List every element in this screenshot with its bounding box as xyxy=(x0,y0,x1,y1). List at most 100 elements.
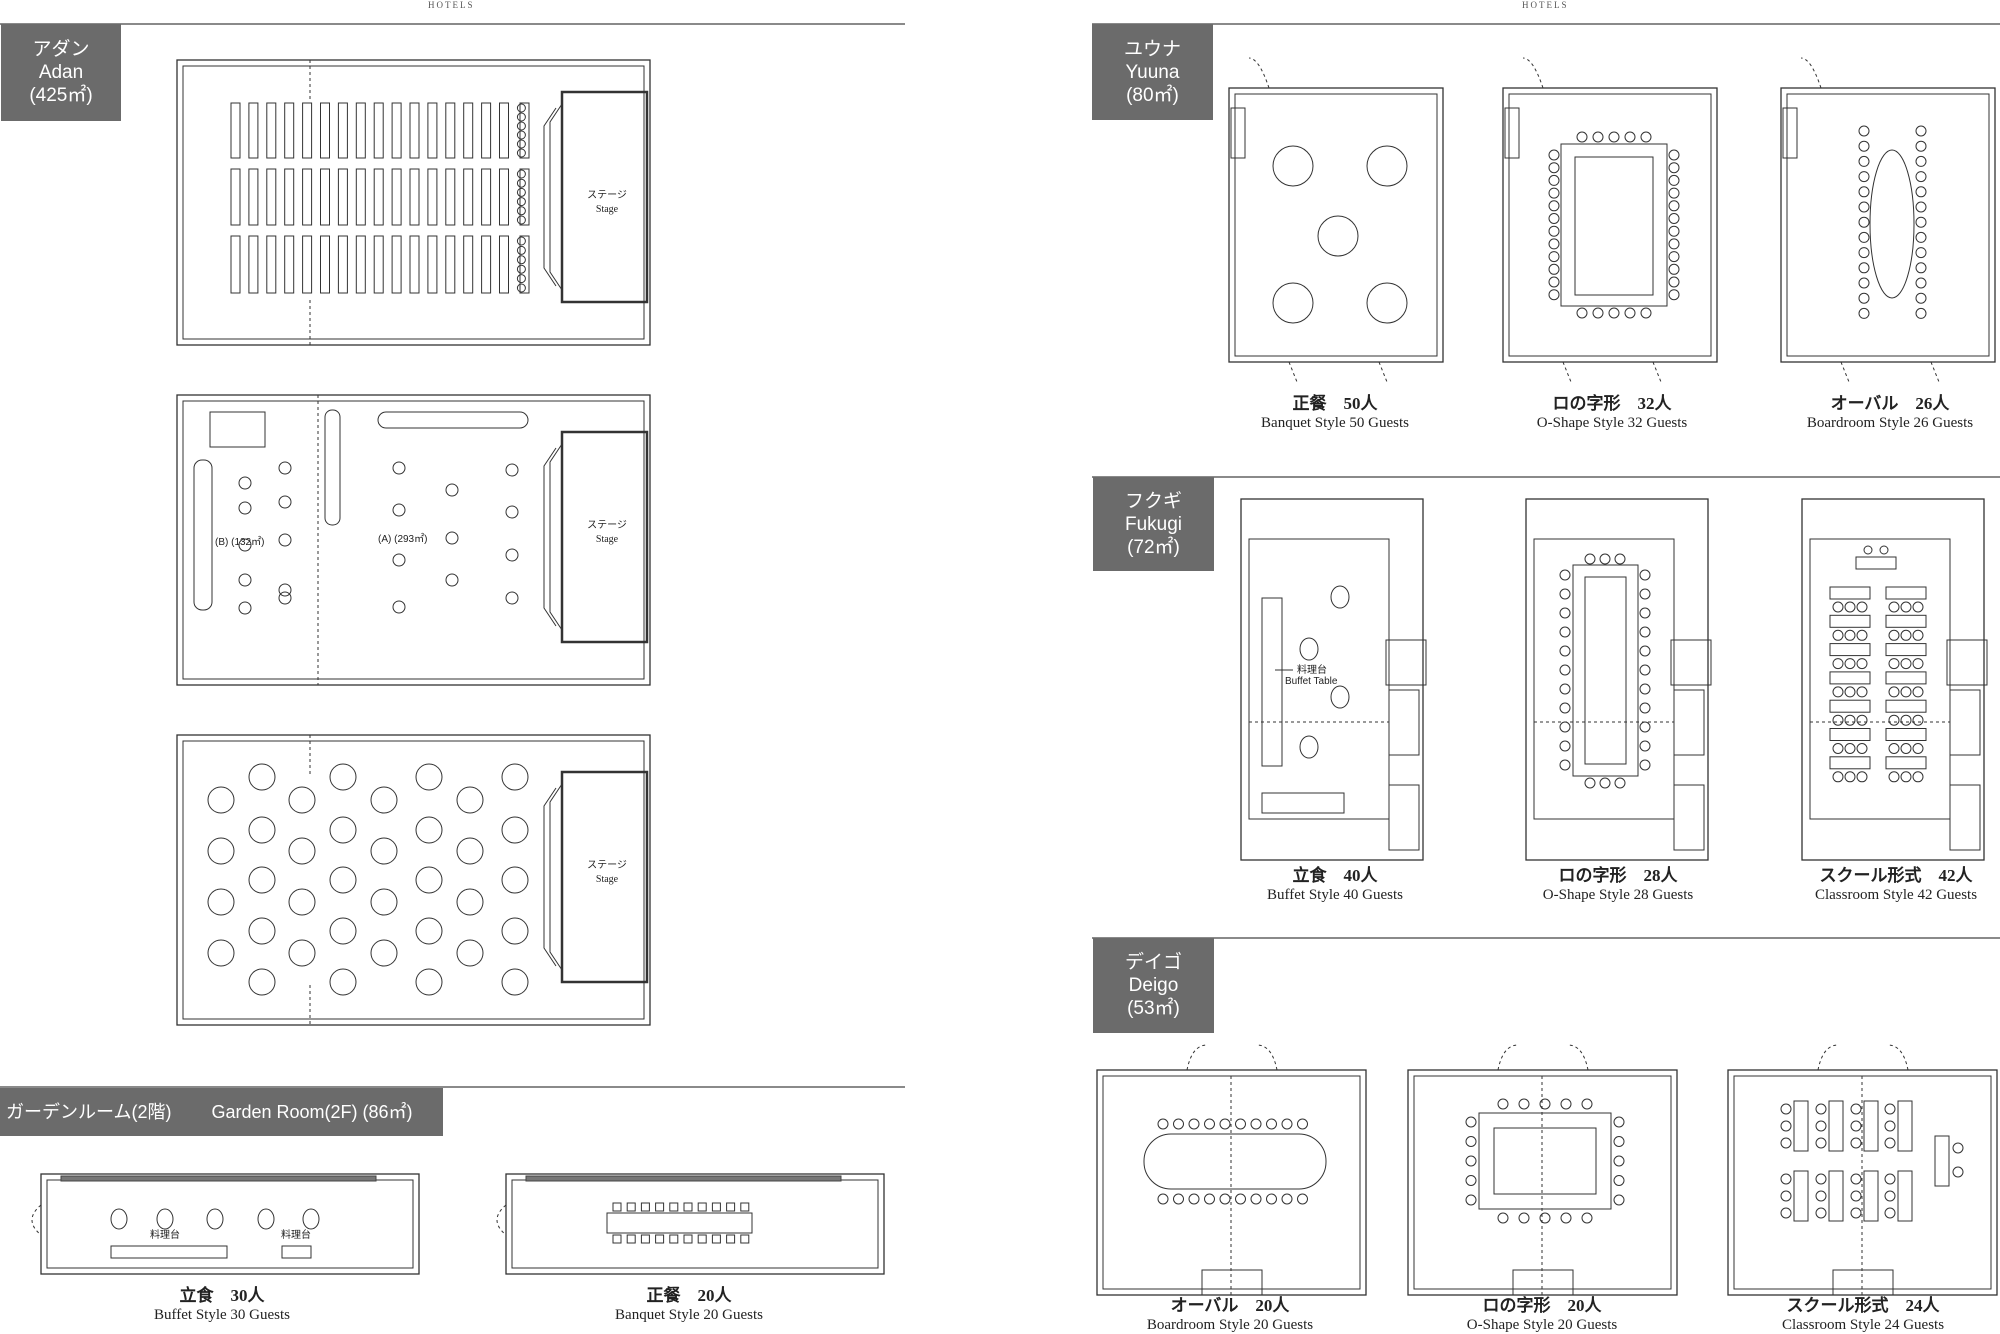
theater-chair-row xyxy=(445,168,456,226)
brand-wordmark-right: HOTELS xyxy=(1522,0,1569,10)
buffet-counter xyxy=(209,411,266,448)
stage-label-jp: ステージ xyxy=(587,520,627,531)
chair xyxy=(1518,1098,1530,1110)
room-name-en: Fukugi xyxy=(1124,513,1183,535)
section-divider xyxy=(0,23,905,25)
chair xyxy=(1912,658,1924,670)
cocktail-table xyxy=(505,463,519,477)
chair xyxy=(669,1202,679,1212)
chair xyxy=(1888,601,1900,613)
round-table xyxy=(415,763,443,791)
round-table xyxy=(329,866,357,894)
classroom-desk xyxy=(1934,1135,1950,1187)
round-table xyxy=(248,763,276,791)
o-shape-table-inner xyxy=(1574,156,1654,296)
room-wall-inner xyxy=(511,1179,879,1269)
chair xyxy=(1915,186,1927,198)
chair xyxy=(1856,686,1868,698)
theater-chair-row xyxy=(519,102,530,159)
chair xyxy=(1780,1137,1792,1149)
chair xyxy=(1832,686,1844,698)
chair xyxy=(1219,1193,1231,1205)
classroom-desk xyxy=(1885,586,1927,600)
chair xyxy=(1884,1137,1896,1149)
round-table xyxy=(415,816,443,844)
theater-chair-row xyxy=(409,168,420,226)
chair xyxy=(1915,277,1927,289)
chair xyxy=(1850,1207,1862,1219)
chair xyxy=(1856,743,1868,754)
chair xyxy=(1888,686,1900,698)
theater-chair-row xyxy=(463,235,474,294)
chair xyxy=(1613,1136,1625,1147)
room-wall-inner xyxy=(182,400,645,680)
room-wall-inner xyxy=(1508,93,1712,357)
chair xyxy=(711,1234,721,1244)
chair xyxy=(1235,1193,1246,1205)
chair xyxy=(1858,125,1870,137)
chair xyxy=(655,1234,665,1244)
stage-steps xyxy=(543,787,557,967)
chair xyxy=(516,169,526,179)
round-table xyxy=(456,939,484,967)
cocktail-table xyxy=(238,573,252,587)
theater-chair-row xyxy=(266,235,277,294)
chair xyxy=(726,1202,736,1212)
cocktail-table xyxy=(392,461,406,475)
chair xyxy=(1548,213,1560,224)
chair xyxy=(1576,307,1588,319)
door-swing xyxy=(1522,57,1544,89)
chair xyxy=(1497,1098,1509,1110)
theater-chair-row xyxy=(445,102,456,159)
cocktail-table xyxy=(238,538,252,552)
chair xyxy=(1900,686,1912,698)
chair xyxy=(1559,607,1571,619)
chair xyxy=(1624,131,1636,143)
pillar xyxy=(1201,1269,1263,1296)
theater-chair-row xyxy=(481,102,492,159)
chair xyxy=(1844,629,1856,641)
round-table xyxy=(456,786,484,814)
chair xyxy=(516,264,526,274)
theater-chair-row xyxy=(320,102,330,159)
classroom-desk xyxy=(1885,643,1927,657)
chair xyxy=(1614,777,1626,789)
theater-chair-row xyxy=(427,235,438,294)
stage-label-en: Stage xyxy=(596,874,619,885)
room-tag-adan: アダン Adan (425㎡) xyxy=(1,24,121,121)
chair xyxy=(640,1234,650,1244)
chair xyxy=(1639,664,1651,676)
cocktail-table xyxy=(278,591,292,605)
room-name-jp: ユウナ xyxy=(1123,38,1181,60)
caption-en: Buffet Style 40 Guests xyxy=(1267,887,1403,903)
chair xyxy=(1858,262,1870,274)
chair xyxy=(1584,777,1596,789)
room-wall-outer xyxy=(1228,87,1444,363)
buffet-table xyxy=(1261,597,1283,767)
chair xyxy=(1639,683,1651,695)
chair xyxy=(1639,740,1651,752)
chair xyxy=(1912,629,1924,641)
chair xyxy=(683,1234,693,1244)
chair xyxy=(1614,553,1626,565)
caption-en: Banquet Style 20 Guests xyxy=(615,1307,763,1323)
chair xyxy=(1668,162,1680,174)
round-table xyxy=(1272,145,1314,187)
chair xyxy=(740,1202,750,1212)
chair xyxy=(1858,277,1870,289)
chair xyxy=(1912,771,1924,783)
chair xyxy=(1668,200,1680,212)
room-wall-outer xyxy=(1525,498,1709,861)
chair xyxy=(612,1234,622,1244)
caption-en: O-Shape Style 20 Guests xyxy=(1466,1317,1618,1333)
room-tag-yuuna: ユウナ Yuuna (80㎡) xyxy=(1092,24,1213,120)
stage-steps xyxy=(543,107,557,287)
chair xyxy=(1888,658,1900,670)
theater-chair-row xyxy=(391,168,402,226)
theater-chair-row xyxy=(302,235,313,294)
round-table xyxy=(248,866,276,894)
pillar xyxy=(1946,639,1988,686)
room-wall-inner xyxy=(1533,538,1675,820)
